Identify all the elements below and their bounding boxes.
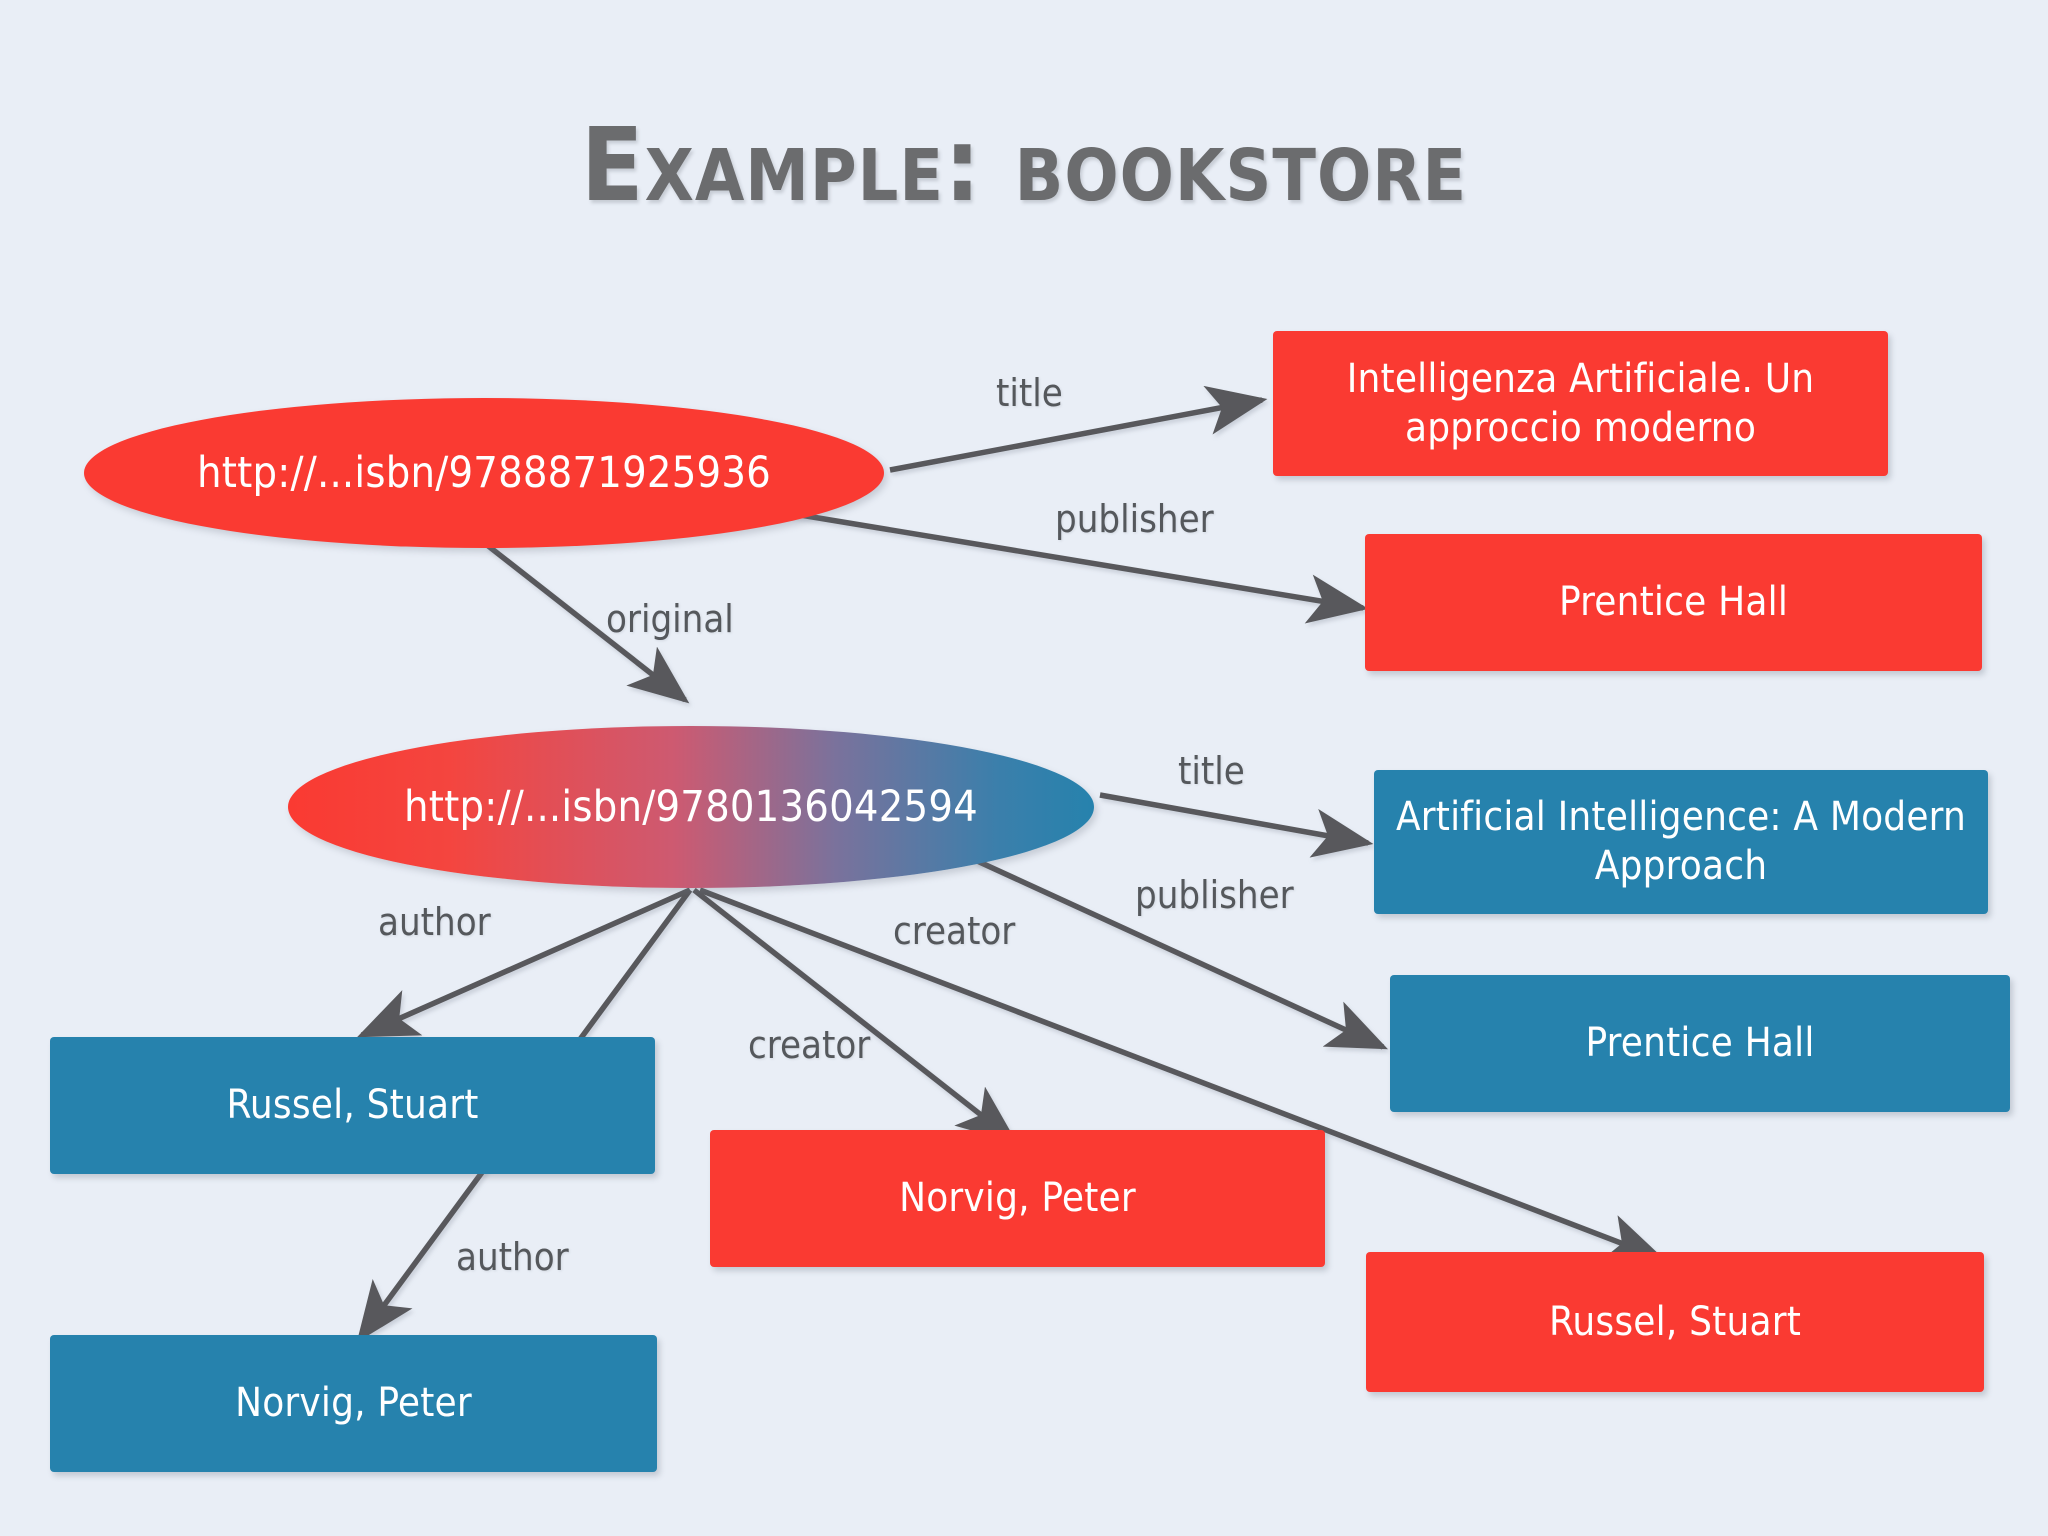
node-creator-norvig-label: Norvig, Peter <box>899 1175 1136 1222</box>
node-author-norvig-label: Norvig, Peter <box>235 1380 472 1427</box>
page-title: Example: bookstore <box>580 106 1468 225</box>
edge-label-publisher-it: publisher <box>1055 497 1214 541</box>
node-isbn-english[interactable]: http://...isbn/9780136042594 <box>288 726 1094 888</box>
node-title-italian[interactable]: Intelligenza Artificiale. Un approccio m… <box>1273 331 1888 476</box>
edge-label-creator-norvig: creator <box>748 1023 871 1067</box>
node-title-italian-line1: Intelligenza Artificiale. Un <box>1346 355 1815 402</box>
node-publisher-english[interactable]: Prentice Hall <box>1390 975 2010 1112</box>
edge-label-creator-russel: creator <box>893 909 1016 953</box>
edge-title-en <box>1099 792 1374 858</box>
node-isbn-italian-label: http://...isbn/9788871925936 <box>197 447 771 498</box>
edge-label-publisher-en: publisher <box>1135 873 1294 917</box>
node-publisher-english-label: Prentice Hall <box>1585 1020 1815 1067</box>
node-author-russel-label: Russel, Stuart <box>226 1082 479 1129</box>
edge-title-it <box>889 385 1268 473</box>
edge-label-author-norvig: author <box>456 1235 569 1279</box>
node-title-italian-line2: approccio moderno <box>1404 404 1757 451</box>
node-creator-russel-label: Russel, Stuart <box>1548 1298 1802 1345</box>
node-title-english[interactable]: Artificial Intelligence: A Modern Approa… <box>1374 770 1988 914</box>
edge-label-title-it: title <box>996 371 1063 415</box>
node-isbn-italian[interactable]: http://...isbn/9788871925936 <box>84 398 884 548</box>
edge-label-title-en: title <box>1178 749 1245 793</box>
node-creator-russel[interactable]: Russel, Stuart <box>1366 1252 1984 1392</box>
node-author-norvig[interactable]: Norvig, Peter <box>50 1335 657 1472</box>
edge-label-original: original <box>606 597 734 641</box>
node-publisher-italian[interactable]: Prentice Hall <box>1365 534 1982 671</box>
node-title-english-line2: Approach <box>1594 843 1768 889</box>
node-isbn-english-label: http://...isbn/9780136042594 <box>404 781 978 832</box>
edge-label-author-russel: author <box>378 900 491 944</box>
node-publisher-italian-label: Prentice Hall <box>1558 579 1789 626</box>
node-creator-norvig[interactable]: Norvig, Peter <box>710 1130 1325 1267</box>
node-title-english-line1: Artificial Intelligence: A Modern <box>1396 794 1966 841</box>
node-author-russel[interactable]: Russel, Stuart <box>50 1037 655 1174</box>
